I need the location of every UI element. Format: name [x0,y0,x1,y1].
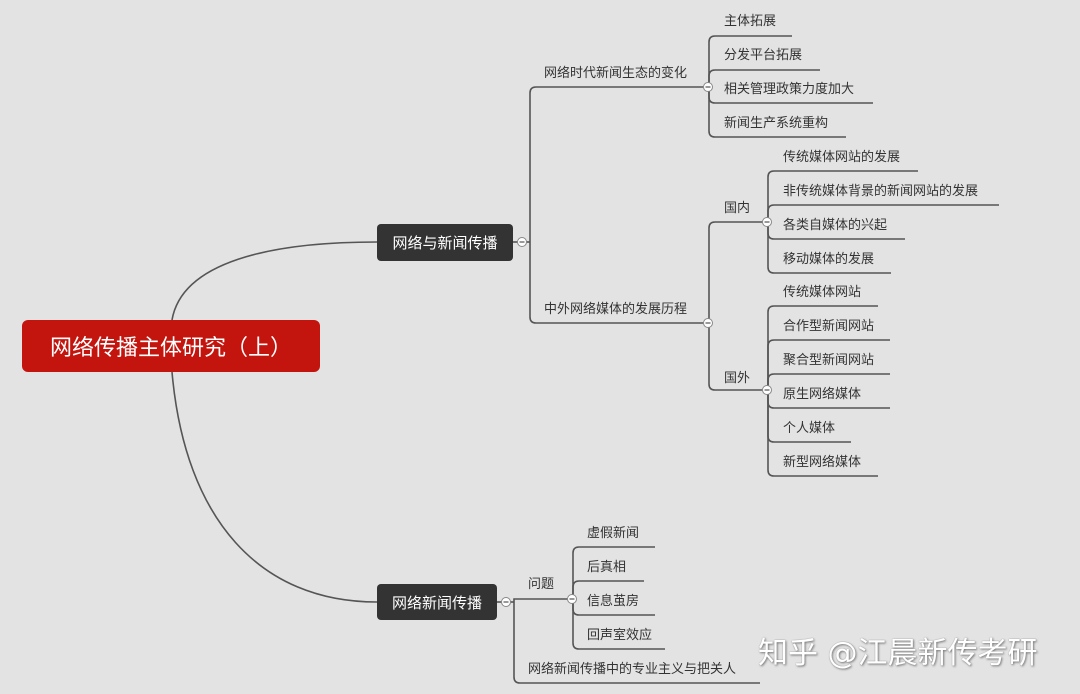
connector [708,35,792,87]
collapse-toggle-icon[interactable] [501,597,511,607]
leaf[interactable]: 原生网络媒体 [783,387,862,402]
collapse-toggle-icon[interactable] [703,82,713,92]
connector [529,242,708,324]
connector [513,598,572,602]
leaf[interactable]: 合作型新闻网站 [783,319,875,334]
leaf[interactable]: 各类自媒体的兴起 [783,218,888,233]
subtopic-media-history[interactable]: 中外网络媒体的发展历程 [544,302,688,317]
watermark: 知乎 @江晨新传考研 [758,636,1038,671]
leaf[interactable]: 聚合型新闻网站 [783,353,875,368]
collapse-toggle-icon[interactable] [517,237,527,247]
root-connector [171,371,378,603]
topic-network-news-communication[interactable]: 网络与新闻传播 [377,224,513,261]
leaf[interactable]: 虚假新闻 [587,526,640,541]
connector [708,323,767,391]
subtopic-ecology-change[interactable]: 网络时代新闻生态的变化 [544,66,688,81]
connector [767,373,890,390]
subtopic-foreign[interactable]: 国外 [724,371,751,386]
leaf[interactable]: 非传统媒体背景的新闻网站的发展 [783,184,979,199]
leaf[interactable]: 传统媒体网站 [783,285,862,300]
connector [767,305,878,390]
leaf[interactable]: 相关管理政策力度加大 [724,82,855,97]
collapse-toggle-icon[interactable] [567,594,577,604]
subtopic-problems[interactable]: 问题 [528,577,555,592]
connector [513,602,760,684]
topic-online-news-communication[interactable]: 网络新闻传播 [377,584,497,620]
root-connector [171,241,378,321]
leaf[interactable]: 移动媒体的发展 [783,252,875,267]
leaf[interactable]: 主体拓展 [724,14,777,29]
leaf[interactable]: 传统媒体网站的发展 [783,150,901,165]
connector [572,546,655,599]
connector [572,599,665,650]
leaf[interactable]: 分发平台拓展 [724,48,803,63]
leaf[interactable]: 新闻生产系统重构 [724,116,829,131]
connector [767,222,891,274]
connector [767,339,890,390]
collapse-toggle-icon[interactable] [762,385,772,395]
connector [708,87,846,138]
leaf[interactable]: 新型网络媒体 [783,455,862,470]
connector [708,221,767,323]
leaf[interactable]: 后真相 [587,560,627,575]
connector [767,170,918,222]
subtopic-professionalism[interactable]: 网络新闻传播中的专业主义与把关人 [528,662,737,677]
collapse-toggle-icon[interactable] [762,217,772,227]
leaf[interactable]: 个人媒体 [783,421,836,436]
leaf[interactable]: 信息茧房 [587,594,640,609]
connector [708,69,820,87]
leaf[interactable]: 回声室效应 [587,628,653,643]
connector [529,86,708,242]
connector [767,390,878,477]
root-topic[interactable]: 网络传播主体研究（上） [22,320,320,372]
collapse-toggle-icon[interactable] [703,318,713,328]
connector [572,580,644,599]
subtopic-domestic[interactable]: 国内 [724,201,751,216]
connector [767,204,999,222]
